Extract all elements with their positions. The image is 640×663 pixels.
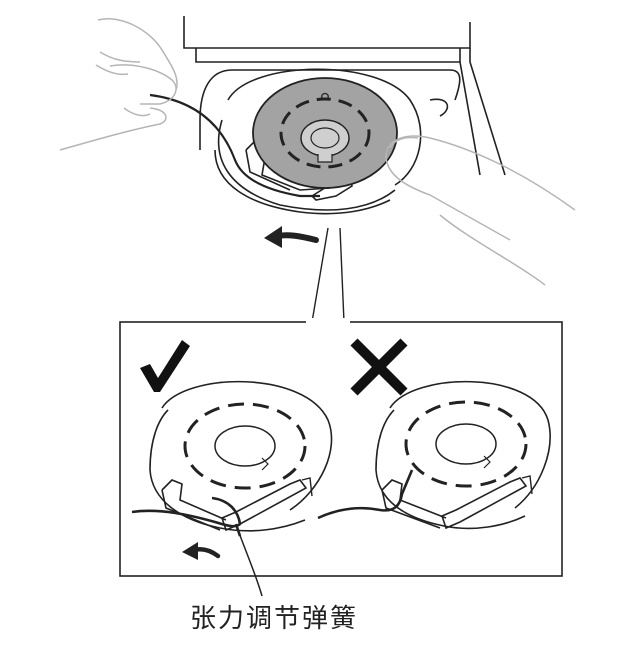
right-hand-outline: [385, 135, 576, 286]
rotation-arrow-top: [264, 226, 319, 248]
bobbin-incorrect: [375, 380, 551, 530]
thread-top: [149, 93, 320, 198]
thread-incorrect: [317, 469, 414, 520]
callout-lines: [311, 227, 345, 323]
left-hand-outline: [59, 18, 178, 151]
bobbin-correct: [149, 380, 333, 532]
detail-box: [119, 321, 563, 577]
machine-housing: [183, 16, 506, 176]
bobbin-top: [252, 77, 398, 189]
cross-mark-icon: [350, 338, 408, 396]
caption-leader-line: [237, 529, 263, 597]
rotation-arrow-correct: [182, 542, 221, 560]
tension-spring-label: 张力调节弹簧: [190, 604, 359, 634]
check-mark-icon: [140, 340, 190, 392]
